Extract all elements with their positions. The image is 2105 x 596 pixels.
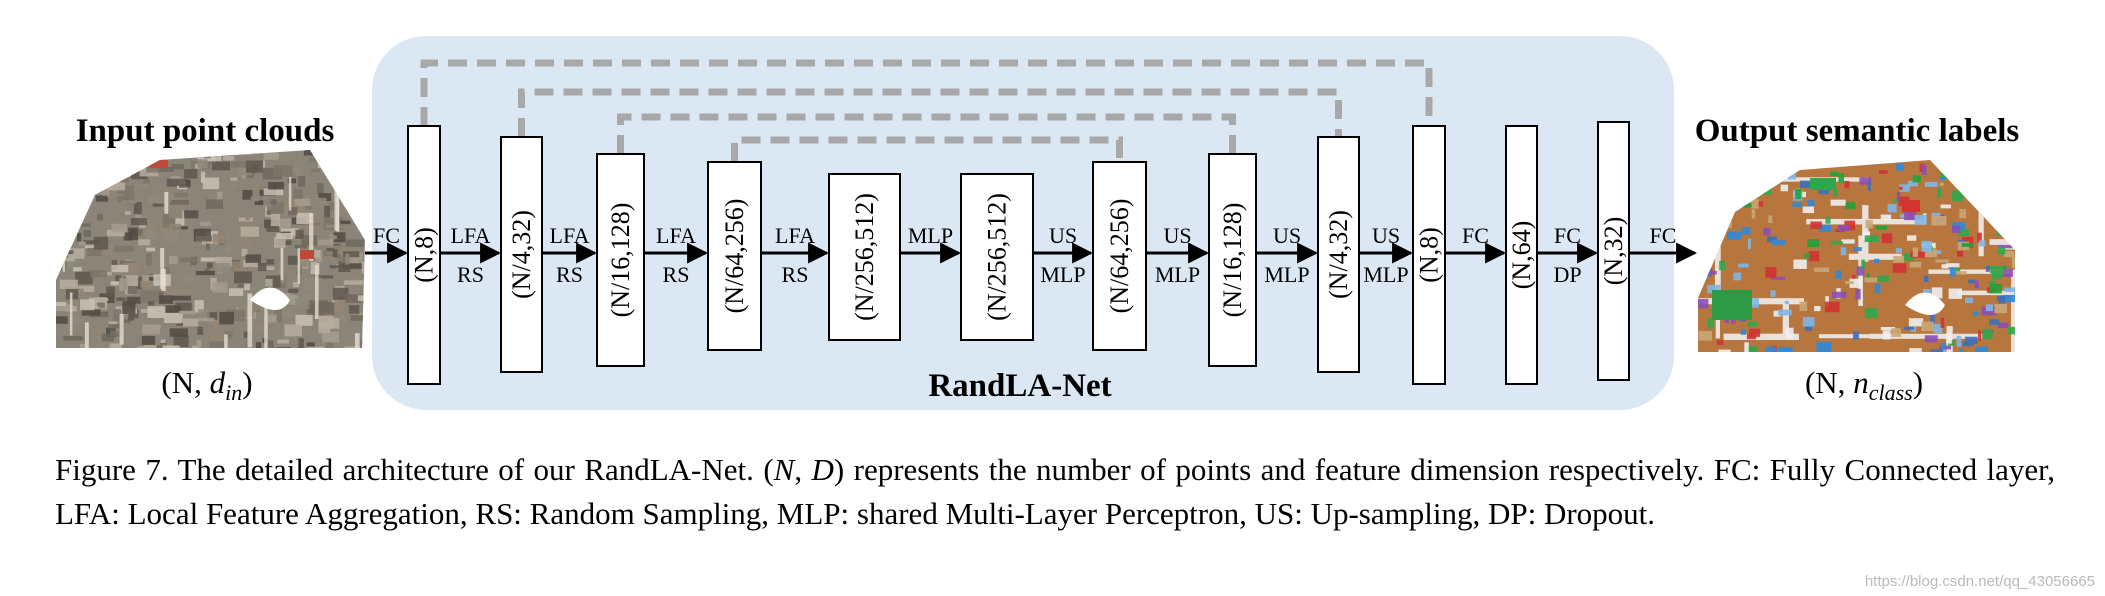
skip-connections [420, 59, 1433, 162]
op-label-bottom: MLP [1363, 262, 1408, 287]
skip-connection-line [518, 88, 1342, 137]
op-label-top: FC [1650, 223, 1677, 248]
output-title: Output semantic labels [1695, 113, 2020, 149]
skip-connection-line [731, 136, 1123, 162]
layer-box: (N/256,512) [828, 173, 901, 341]
input-point-cloud-image [56, 150, 365, 348]
layer-box: (N/16,128) [1208, 153, 1257, 367]
watermark: https://blog.csdn.net/qq_43056665 [1864, 573, 2095, 590]
skip-connection-line [617, 113, 1236, 154]
layer-dim-label: (N/16,128) [606, 203, 635, 318]
network-name-label: RandLA-Net [928, 368, 1111, 404]
op-label-bottom: RS [663, 262, 690, 287]
layer-boxes: (N,8) (N/4,32) (N/16,128) (N/64,256) (N/256,… [407, 121, 1630, 385]
op-label-top: FC [1462, 223, 1489, 248]
figure-caption: Figure 7. The detailed architecture of o… [55, 448, 2055, 536]
op-label-top: US [1372, 223, 1400, 248]
op-label-bottom: RS [556, 262, 583, 287]
op-label-bottom: MLP [1040, 262, 1085, 287]
input-shape-label: (N, din) [161, 365, 252, 405]
layer-box: (N/64,256) [1092, 161, 1147, 351]
skip-connection-line [420, 59, 1433, 126]
op-label-top: LFA [550, 223, 590, 248]
layer-box: (N,8) [1412, 125, 1446, 385]
output-shape-label: (N, nclass) [1805, 365, 1923, 405]
layer-dim-label: (N/4,32) [507, 210, 536, 299]
layer-dim-label: (N/64,256) [1105, 199, 1134, 314]
op-label-top: US [1049, 223, 1077, 248]
layer-dim-label: (N,8) [410, 227, 439, 283]
layer-dim-label: (N,64) [1507, 221, 1536, 290]
layer-box: (N,8) [407, 125, 441, 385]
data-flow-arrows: FC LFA RS LFA RS LFA RS LFA RS MLP US MLP US MLP US MLP… [365, 223, 1698, 287]
caption-math: (N, D) [763, 452, 845, 487]
op-label-top: US [1163, 223, 1191, 248]
layer-dim-label: (N/64,256) [720, 199, 749, 314]
op-label-top: LFA [656, 223, 696, 248]
layer-box: (N/64,256) [707, 161, 762, 351]
op-label-top: MLP [908, 223, 953, 248]
caption-rest: represents the number of points and feat… [55, 452, 2055, 531]
op-label-top: LFA [775, 223, 815, 248]
op-label-bottom: MLP [1264, 262, 1309, 287]
layer-dim-label: (N,32) [1599, 217, 1628, 286]
op-label-top: LFA [451, 223, 491, 248]
layer-dim-label: (N/4,32) [1324, 210, 1353, 299]
layer-box: (N/4,32) [1317, 136, 1360, 373]
output-semantic-labels-image [1698, 160, 2015, 352]
op-label-bottom: MLP [1155, 262, 1200, 287]
layer-dim-label: (N/256,512) [850, 193, 879, 321]
layer-box: (N,32) [1597, 121, 1630, 381]
layer-dim-label: (N/256,512) [983, 193, 1012, 321]
layer-box: (N/4,32) [500, 136, 543, 373]
op-label-bottom: RS [782, 262, 809, 287]
op-label-bottom: DP [1553, 262, 1581, 287]
op-label-top: US [1273, 223, 1301, 248]
layer-box: (N/256,512) [960, 173, 1034, 341]
layer-dim-label: (N,8) [1415, 227, 1444, 283]
caption-lead: Figure 7. The detailed architecture of o… [55, 452, 764, 487]
layer-box: (N,64) [1505, 125, 1538, 385]
op-label-bottom: RS [457, 262, 484, 287]
op-label-top: FC [1554, 223, 1581, 248]
input-title: Input point clouds [76, 113, 335, 149]
layer-box: (N/16,128) [596, 153, 645, 367]
op-label-top: FC [373, 223, 400, 248]
layer-dim-label: (N/16,128) [1218, 203, 1247, 318]
